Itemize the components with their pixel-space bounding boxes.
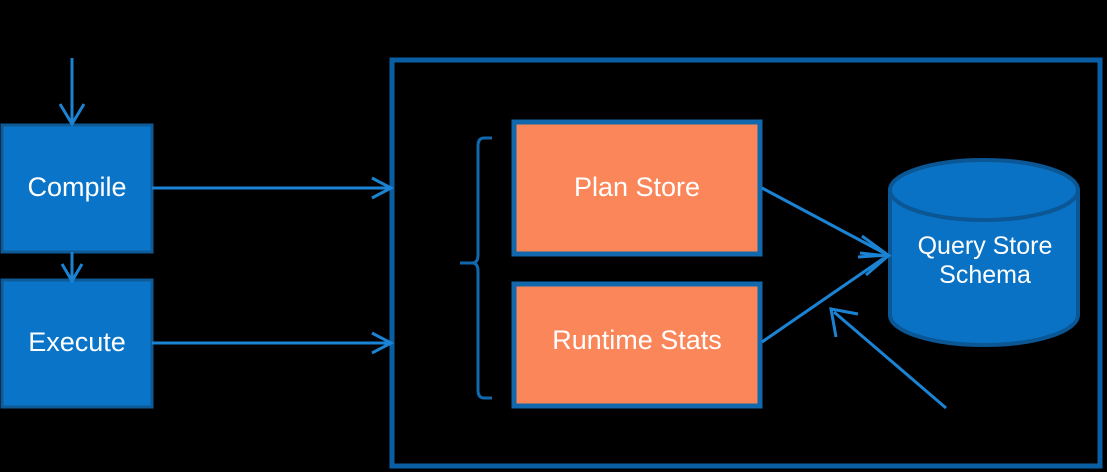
query-store-boundary <box>389 57 1103 469</box>
input-to-compile-arrow <box>58 58 86 127</box>
grouping-brace <box>460 136 492 400</box>
cylinder-top-ellipse <box>888 158 1080 222</box>
external-to-schema-arrow <box>829 307 947 410</box>
plan-store-to-schema-arrow <box>761 186 893 259</box>
runtime-stats-box[interactable] <box>511 281 763 409</box>
query-store-schema-cylinder[interactable] <box>888 158 1080 347</box>
compile-to-execute-arrow <box>60 252 84 284</box>
cylinder-body <box>888 188 1080 347</box>
plan-store-box[interactable] <box>511 119 763 257</box>
compile-box[interactable] <box>0 123 154 254</box>
runtime-stats-to-schema-arrow <box>761 251 892 344</box>
compile-to-container-arrow <box>152 176 395 200</box>
execute-to-container-arrow <box>152 331 395 355</box>
execute-box[interactable] <box>0 278 154 409</box>
